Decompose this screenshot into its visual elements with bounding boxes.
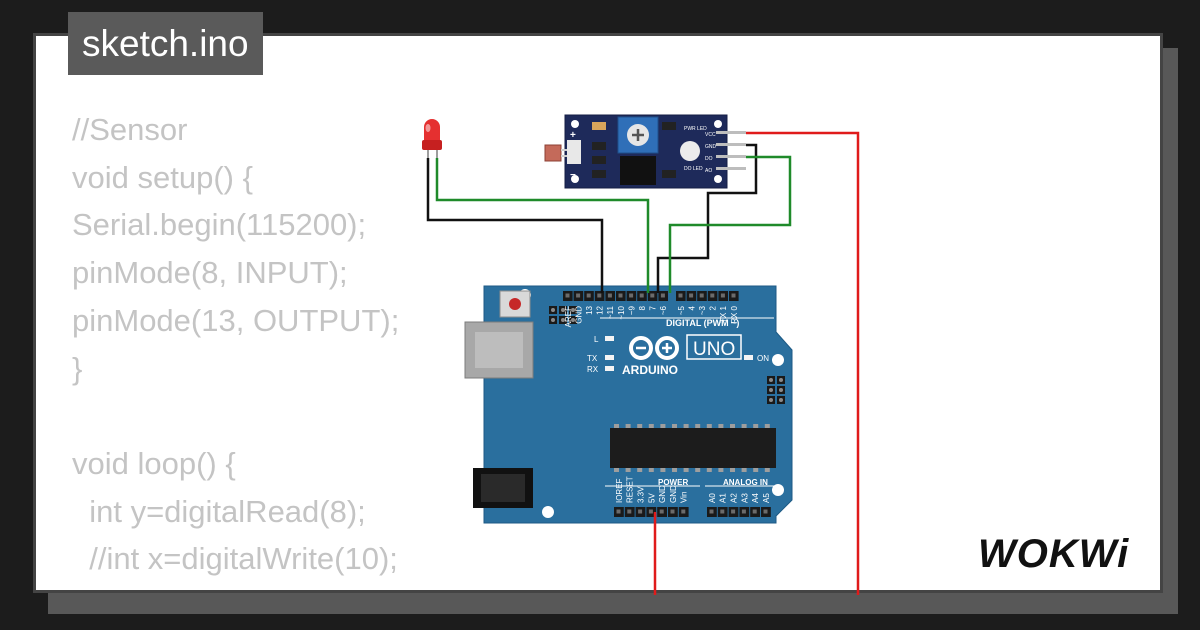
wire-green: [668, 155, 792, 293]
sensor-pin-label: GND: [705, 144, 717, 150]
led-tx: [605, 355, 614, 360]
arduino-brand-label: ARDUINO: [622, 363, 678, 377]
board-name-label: UNO: [693, 339, 735, 360]
arduino-infinity-logo: [629, 336, 679, 360]
pin-label: GND: [574, 306, 583, 324]
code-line: int y=digitalRead(8);: [72, 493, 366, 529]
icsp-header: [767, 376, 785, 404]
red-led[interactable]: [422, 119, 442, 160]
svg-text:+: +: [570, 130, 576, 141]
pin-label: 2: [709, 305, 718, 310]
digital-label: DIGITAL (PWM ~): [666, 318, 739, 328]
analog-label: ANALOG IN: [723, 478, 768, 487]
pin-label: TX 1: [719, 305, 728, 322]
icsp-header: [549, 306, 577, 324]
pin-label: A1: [719, 493, 728, 503]
code-line: //Sensor: [72, 112, 188, 147]
wokwi-logo-text: WOKWi: [978, 532, 1129, 576]
mounting-hole: [542, 506, 554, 518]
code-line: void setup() {: [72, 159, 253, 195]
svg-text:−: −: [570, 170, 576, 181]
code-line: pinMode(8, INPUT);: [72, 255, 348, 291]
code-line: pinMode(13, OUTPUT);: [72, 302, 400, 338]
code-line: }: [72, 350, 83, 386]
code-line: //int x=digitalWrite(10);: [72, 541, 398, 577]
pin-label: 3.3V: [637, 486, 646, 503]
pin-label: ~3: [698, 305, 707, 315]
pin-label: IOREF: [615, 478, 624, 503]
pin-label: A3: [740, 493, 749, 503]
mounting-hole: [772, 354, 784, 366]
led-tx-label: TX: [587, 354, 598, 363]
do-led-label: DO LED: [684, 166, 703, 172]
led-l: [605, 336, 614, 341]
atmega-chip: [610, 428, 776, 468]
file-title-tab: sketch.ino: [68, 12, 263, 75]
pin-label: AREF: [564, 306, 573, 327]
pin-label: RX 0: [730, 305, 739, 323]
wire-red: [746, 131, 860, 595]
pwr-led-label: PWR LED: [684, 126, 707, 132]
pin-label: 7: [649, 305, 658, 310]
pin-label: A2: [730, 493, 739, 503]
pin-label: A0: [708, 493, 717, 503]
pin-label: A5: [762, 493, 771, 503]
sensor-pin-label: AO: [705, 168, 712, 174]
code-line: Serial.begin(115200);: [72, 207, 367, 243]
pin-label: ~6: [659, 305, 668, 315]
pin-label: 12: [596, 305, 605, 314]
pin-label: 5V: [647, 493, 656, 503]
sensor-led: [680, 141, 700, 161]
code-line: void loop() {: [72, 445, 236, 481]
pin-label: 8: [638, 305, 647, 310]
led-on-label: ON: [757, 354, 769, 363]
pin-label: ~10: [617, 305, 626, 319]
led-rx-label: RX: [587, 365, 599, 374]
wokwi-logo: WOKWi: [978, 532, 1129, 576]
led-l-label: L: [594, 335, 599, 344]
power-label: POWER: [658, 478, 688, 487]
pin-label: ~5: [677, 305, 686, 315]
led-on: [744, 355, 753, 360]
sensor-pin-header[interactable]: [716, 131, 746, 170]
wire-green: [435, 158, 650, 293]
pin-label: RESET: [626, 476, 635, 503]
sensor-pin-label: VCC: [705, 132, 716, 138]
code-snippet: //Sensor void setup() { Serial.begin(115…: [72, 106, 399, 583]
wires: [426, 131, 860, 595]
sensor-pin-label: DO: [705, 156, 713, 162]
pin-label: ~11: [606, 305, 615, 319]
pin-label: A4: [751, 493, 760, 503]
pin-label: GND: [669, 485, 678, 503]
led-rx: [605, 366, 614, 371]
photoresistor: [544, 144, 562, 162]
ldr-sensor-module[interactable]: + − PWR LED DO LED VCC GND DO AO: [544, 114, 746, 189]
comparator-chip: [620, 156, 656, 185]
pin-label: 4: [687, 305, 696, 310]
pin-label: GND: [658, 485, 667, 503]
pin-label: ~9: [627, 305, 636, 315]
mounting-hole: [772, 484, 784, 496]
pin-label: 13: [585, 305, 594, 314]
wire-black: [426, 158, 604, 293]
pin-label: Vin: [680, 492, 689, 503]
wire-black: [656, 143, 758, 293]
